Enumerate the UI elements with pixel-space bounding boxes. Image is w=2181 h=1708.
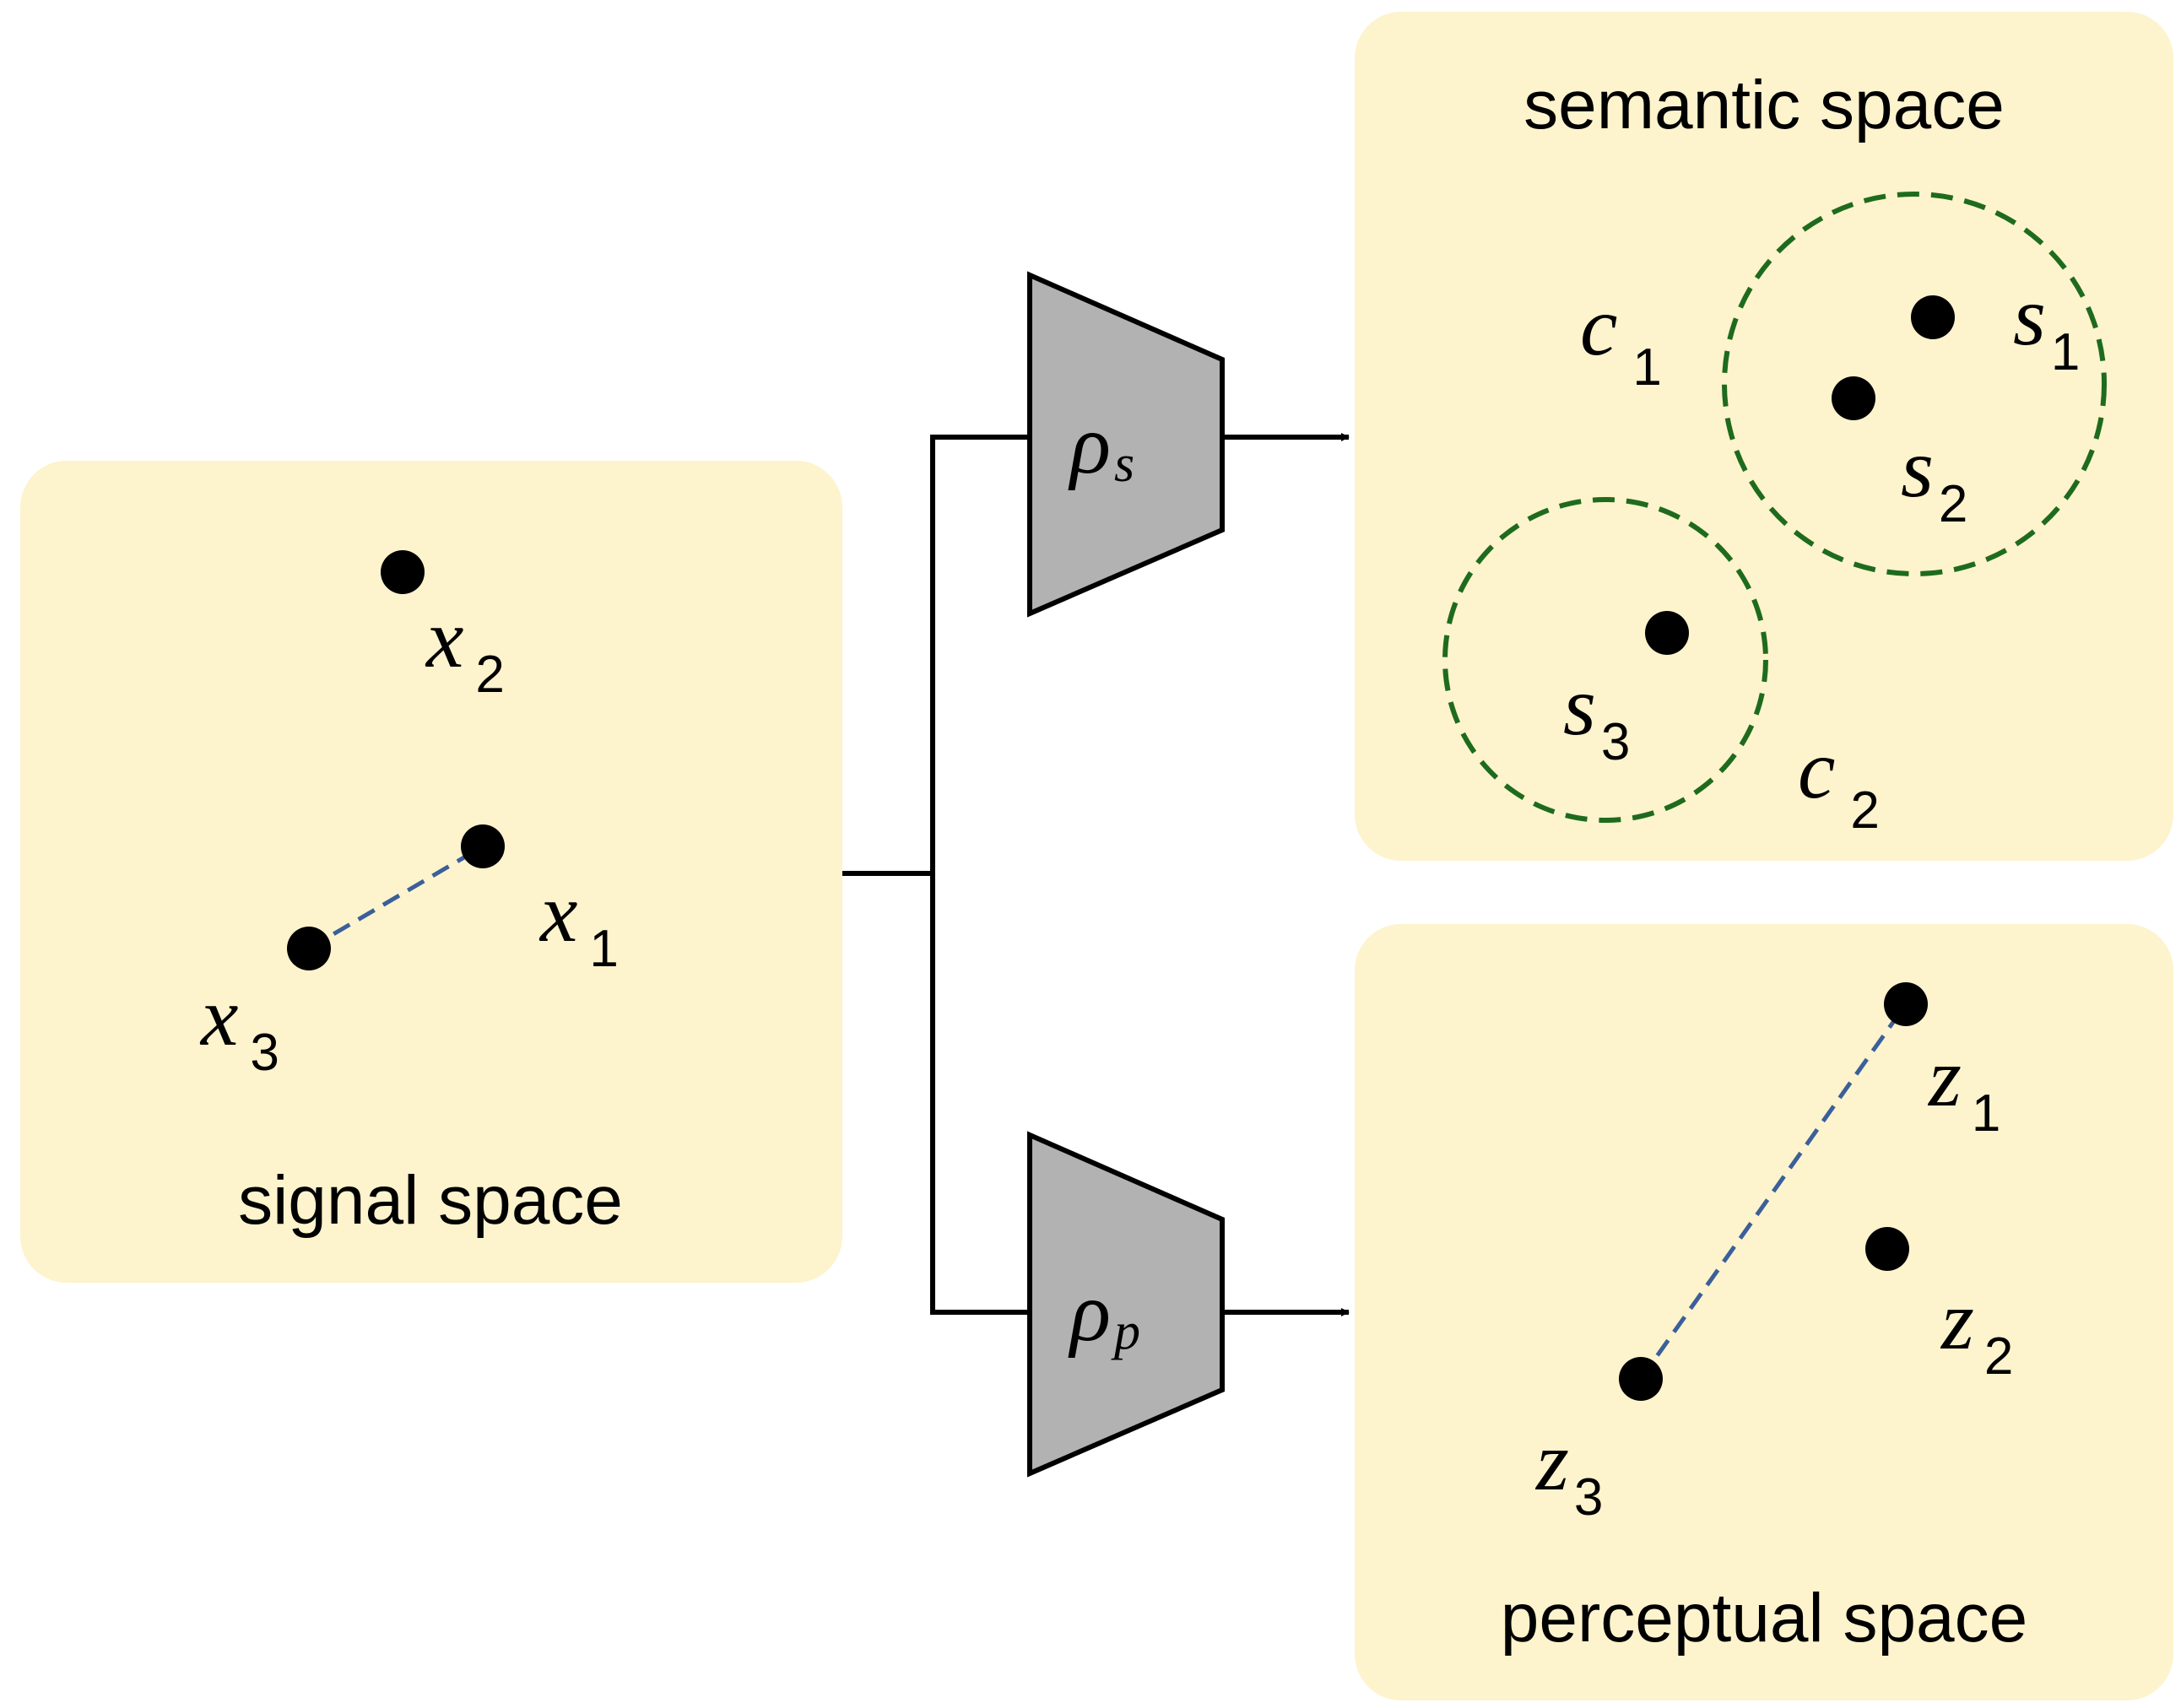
semantic-space-panel <box>1355 12 2173 861</box>
point-z3 <box>1619 1357 1663 1401</box>
point-z1 <box>1884 982 1928 1026</box>
point-z2 <box>1865 1227 1909 1271</box>
point-s2 <box>1832 376 1875 420</box>
cluster-c2-boundary <box>1442 497 1768 823</box>
connector-lines <box>842 435 1030 1315</box>
perceptual-encoder-label: ρp <box>1068 1265 1140 1360</box>
semantic-encoder-block <box>1027 271 1225 618</box>
semantic-space-title: semantic space <box>1523 67 2005 143</box>
point-s3 <box>1645 611 1689 655</box>
point-x1 <box>461 824 505 868</box>
label-z3: z3 <box>1534 1414 1603 1527</box>
signal-space-title: signal space <box>238 1162 623 1239</box>
point-s1 <box>1911 295 1955 339</box>
signal-distance-line <box>307 844 484 951</box>
perceptual-space-title: perceptual space <box>1501 1580 2028 1657</box>
perceptual-encoder-block <box>1027 1131 1225 1478</box>
point-x2 <box>381 550 425 594</box>
perceptual-space-panel <box>1355 924 2173 1700</box>
point-x3 <box>287 927 331 970</box>
label-s3: s3 <box>1563 659 1630 771</box>
label-s2: s2 <box>1901 421 1967 533</box>
signal-space-panel <box>20 461 842 1283</box>
label-s1: s1 <box>2013 269 2080 381</box>
cluster-c1-boundary <box>1722 192 2107 576</box>
perceptual-distance-line <box>1638 1003 1908 1381</box>
semantic-encoder-label: ρs <box>1068 397 1134 493</box>
